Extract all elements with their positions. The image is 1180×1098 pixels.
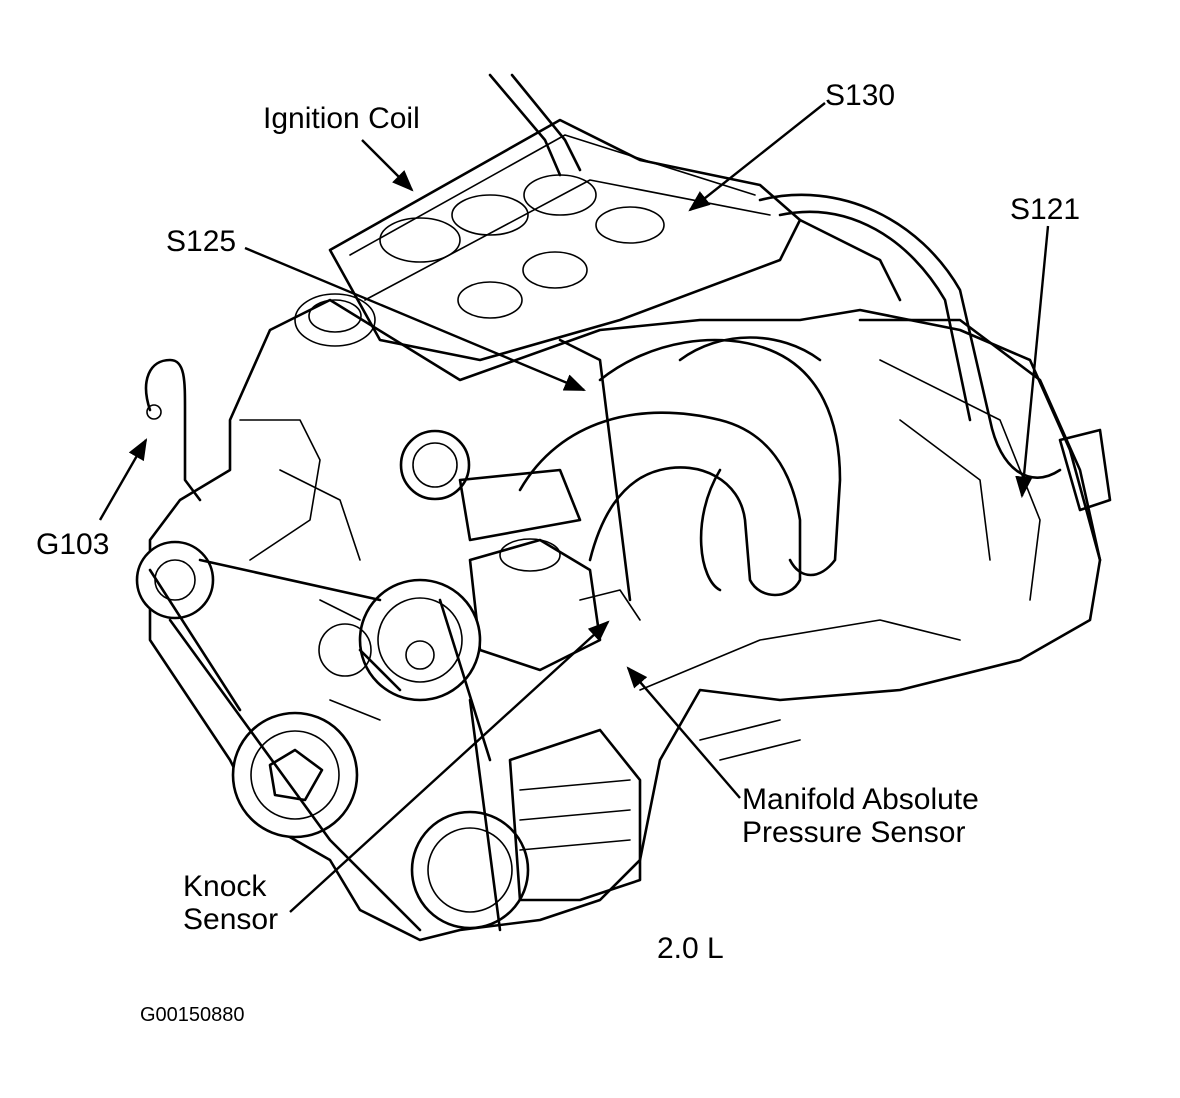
leader-s121 — [1015, 225, 1050, 499]
engine-illustration — [135, 73, 1112, 942]
label-s125: S125 — [166, 225, 237, 258]
leader-s125 — [244, 246, 586, 392]
label-map-sensor-line2: Pressure Sensor — [742, 816, 966, 849]
label-knock-line2: Sensor — [183, 903, 279, 936]
label-g103: G103 — [36, 528, 110, 561]
label-engine-displacement: 2.0 L — [657, 932, 724, 965]
figure-code: G00150880 — [140, 1004, 245, 1026]
leader-s130 — [688, 102, 826, 212]
label-s121: S121 — [1010, 193, 1081, 226]
leader-lines — [98, 102, 1050, 913]
leader-map-sensor — [626, 666, 741, 799]
leader-knock-sensor — [289, 620, 610, 913]
label-map-sensor-line1: Manifold Absolute — [742, 783, 979, 816]
leader-ignition-coil — [361, 139, 414, 192]
leader-g103 — [98, 438, 148, 521]
label-knock-line1: Knock — [183, 870, 267, 903]
label-s130: S130 — [825, 79, 896, 112]
label-ignition-coil: Ignition Coil — [263, 102, 420, 135]
